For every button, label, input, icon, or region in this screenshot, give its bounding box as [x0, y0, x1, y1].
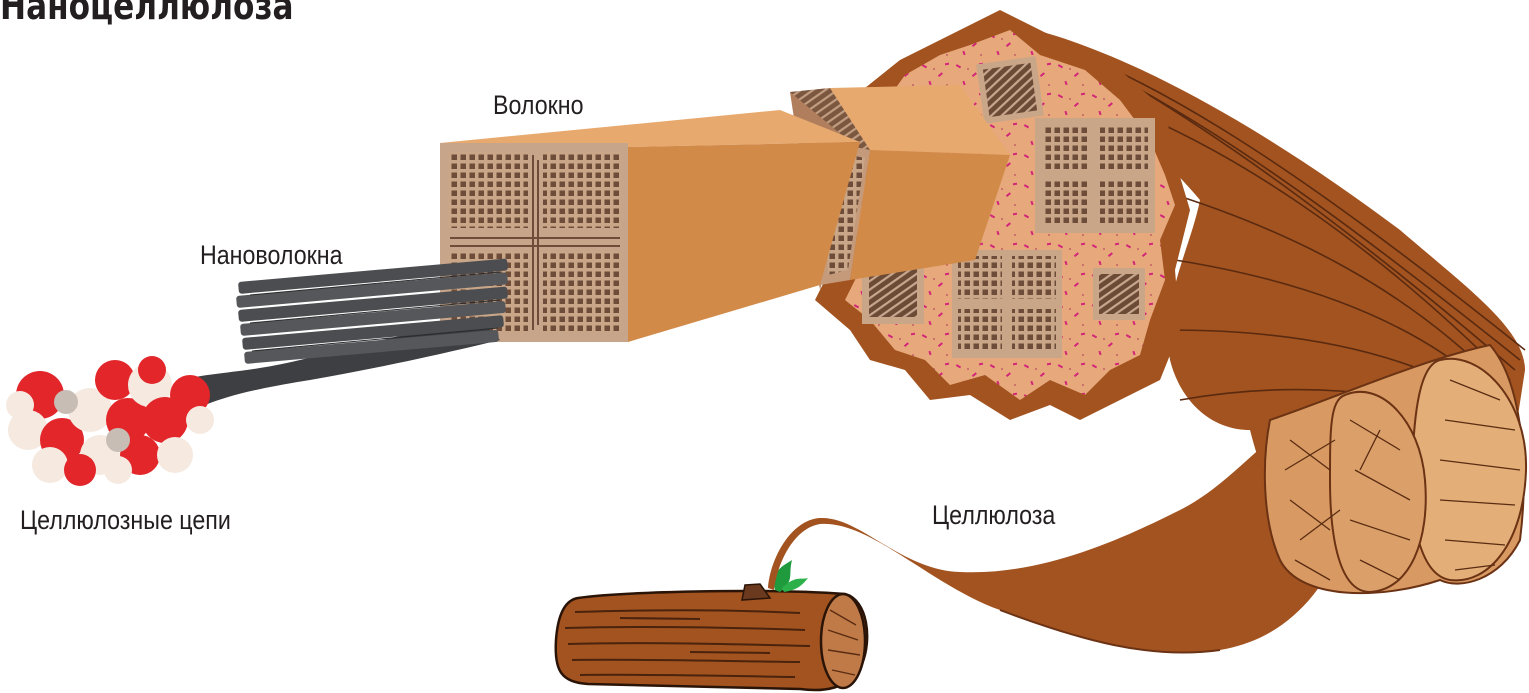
- microfibril-bundle: [976, 56, 1044, 124]
- label-cellulose: Целлюлоза: [932, 500, 1055, 531]
- page-title: Наноцеллюлоза: [0, 0, 294, 28]
- microfibril-bundle: [1035, 118, 1155, 233]
- microfibril-bundle: [1093, 268, 1145, 320]
- microfibril-bundle: [952, 250, 1062, 358]
- nanofibers-bundle: [190, 258, 508, 405]
- wood-log-illustration: [556, 560, 867, 690]
- label-nanofibers: Нановолокна: [200, 240, 343, 271]
- cellulose-chain-molecule: [6, 356, 214, 486]
- label-cellulose-chains: Целлюлозные цепи: [20, 505, 231, 536]
- label-fiber: Волокно: [493, 90, 584, 121]
